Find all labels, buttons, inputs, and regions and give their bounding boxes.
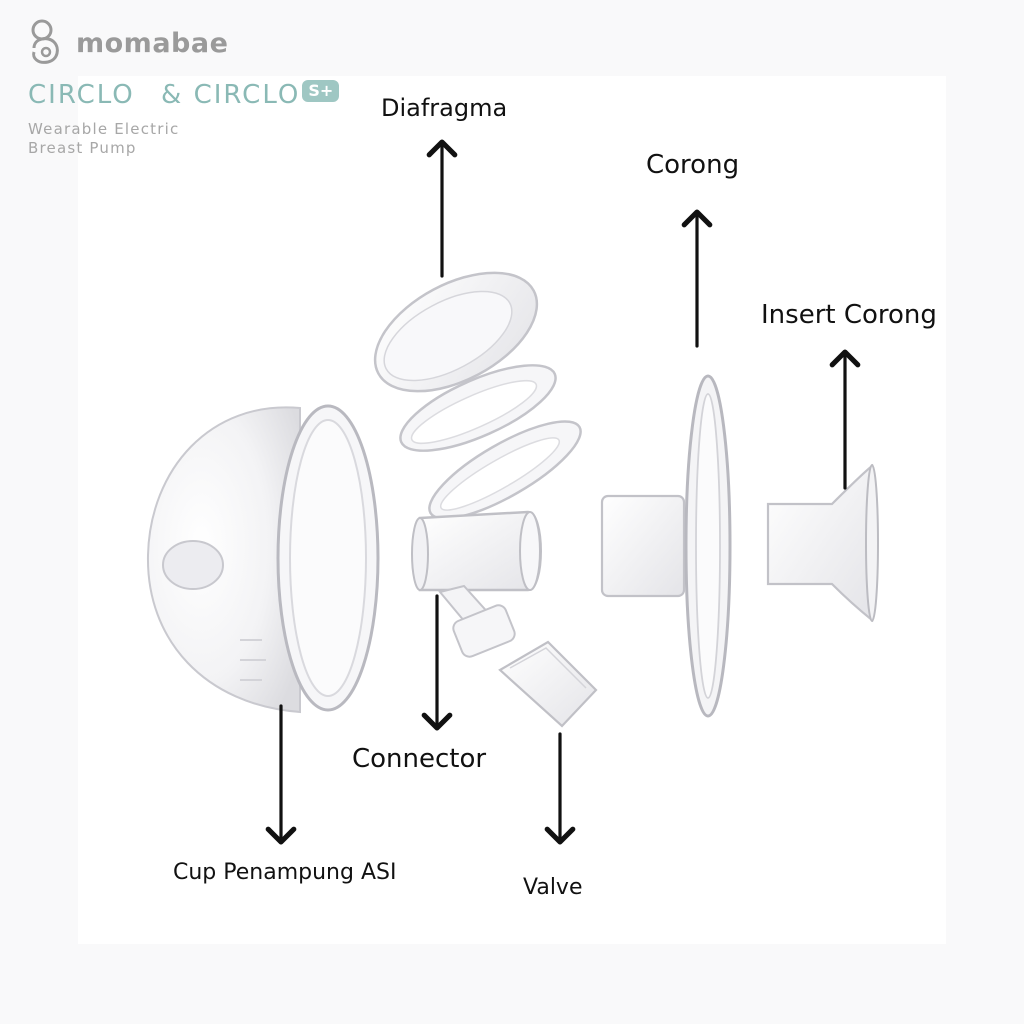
- product-badge: S+: [302, 80, 340, 102]
- label-valve: Valve: [523, 875, 583, 900]
- valve-part: [498, 640, 598, 728]
- label-diafragma: Diafragma: [381, 94, 508, 122]
- cup-part: [146, 404, 380, 714]
- label-arrows: [265, 139, 861, 845]
- diafragma-seal-part: [428, 420, 582, 520]
- corong-part: [600, 374, 732, 718]
- label-cup: Cup Penampung ASI: [173, 860, 397, 885]
- label-insert-corong: Insert Corong: [761, 300, 937, 330]
- tagline-line-2: Breast Pump: [28, 139, 137, 157]
- product-tagline: Wearable Electric Breast Pump: [28, 120, 179, 158]
- brand-name: momabae: [76, 28, 229, 59]
- diafragma-part: [373, 271, 539, 393]
- insert-corong-part: [766, 463, 879, 623]
- diafragma-ring-part: [399, 364, 557, 452]
- product-name-2: CIRCLO: [193, 80, 301, 110]
- label-corong: Corong: [646, 150, 740, 180]
- connector-part: [411, 510, 542, 658]
- product-name-1: CIRCLO: [28, 80, 135, 110]
- tagline-line-1: Wearable Electric: [28, 120, 180, 138]
- product-ampersand: &: [161, 80, 184, 110]
- label-connector: Connector: [352, 744, 487, 774]
- momabae-logo-icon: [31, 19, 59, 64]
